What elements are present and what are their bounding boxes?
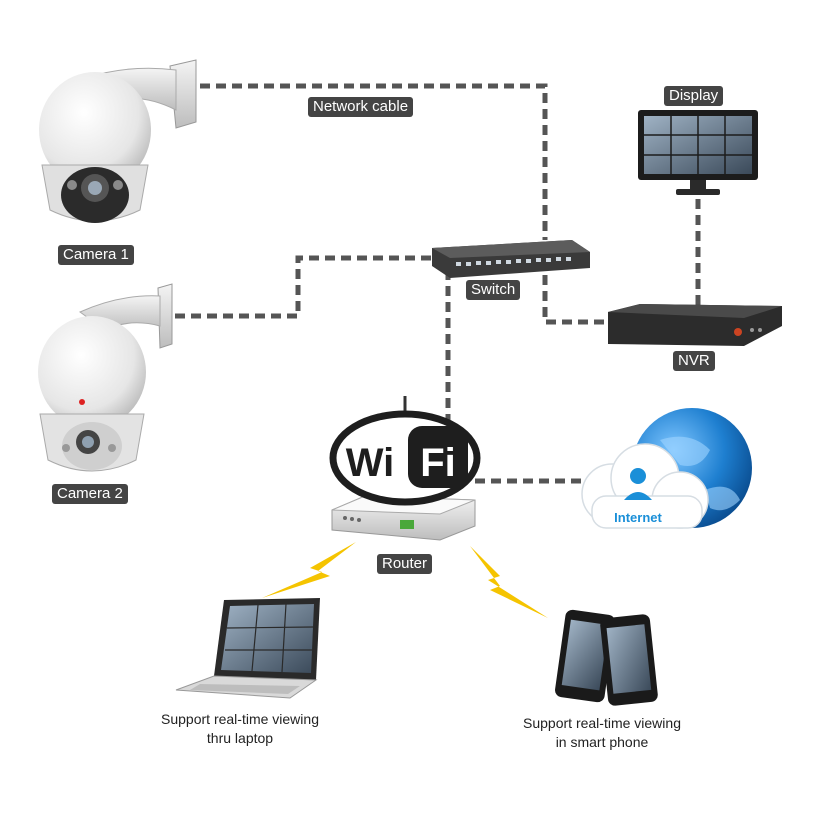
- internet-cloud-icon: Internet: [581, 408, 752, 529]
- display-icon: [638, 110, 758, 195]
- phone-caption-line1: Support real-time viewing: [523, 715, 681, 731]
- phone-caption-line2: in smart phone: [555, 734, 649, 750]
- lightning-bolts: [262, 542, 548, 618]
- nvr-label: NVR: [673, 351, 715, 371]
- switch-icon: [432, 240, 590, 278]
- display-label: Display: [664, 86, 724, 106]
- network-cables: [175, 83, 701, 484]
- wifi-text-wi: Wi: [346, 441, 395, 485]
- camera-1-label: Camera 1: [58, 245, 134, 265]
- internet-label: Internet: [614, 510, 662, 525]
- camera-2-icon: [38, 283, 173, 472]
- laptop-caption: Support real-time viewing thru laptop: [130, 710, 350, 748]
- network-cable-label: Network cable: [308, 97, 414, 117]
- smartphone-icon: [555, 609, 658, 706]
- cable-switch-nvr: [542, 275, 608, 325]
- switch-label: Switch: [466, 280, 521, 300]
- lightning-bolt-right-icon: [470, 546, 548, 618]
- laptop-caption-line1: Support real-time viewing: [161, 711, 319, 727]
- wifi-text-fi: Fi: [420, 441, 456, 485]
- camera-2-label: Camera 2: [52, 484, 128, 504]
- nvr-icon: [608, 304, 782, 346]
- camera-1-icon: [39, 59, 197, 223]
- cable-camera2-switch: [175, 255, 432, 319]
- router-label: Router: [377, 554, 433, 574]
- laptop-icon: [175, 598, 320, 699]
- phone-caption: Support real-time viewing in smart phone: [492, 714, 712, 752]
- cable-camera1-switch: [200, 83, 548, 240]
- laptop-caption-line2: thru laptop: [206, 730, 274, 746]
- lightning-bolt-left-icon: [262, 542, 356, 598]
- wifi-logo-icon: Wi Fi: [329, 410, 481, 506]
